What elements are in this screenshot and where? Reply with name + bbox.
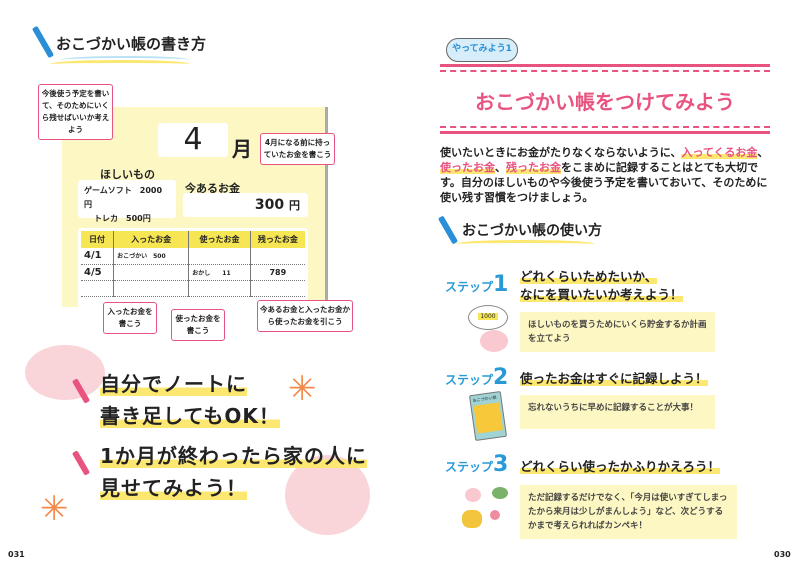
activity-badge: やってみよう1 [446,38,518,62]
right-title: おこづかい帳をつけてみよう [475,90,735,114]
cloud-decoration [25,345,105,400]
month-number: 4 [158,123,228,157]
tip2-line2: 見せてみよう！ [100,476,247,500]
step1-text: ほしいものを買うためにいくら貯金するか計画を立てよう [520,312,715,352]
pink-pencil-icon [71,450,91,476]
cloud-decoration [285,455,370,535]
col-income: 入ったお金 [113,231,189,248]
cell [188,248,251,265]
current-amount-box: 300 円 [183,193,308,217]
wish-list: ゲームソフト 2000円 トレカ 500円 [78,180,176,223]
month-unit: 月 [232,137,252,161]
cell [249,248,305,265]
divider [440,64,770,67]
subtitle-underline [455,240,595,248]
page-number-right: 030 [774,550,791,559]
tip2-line1: 1か月が終わったら家の人に [100,444,367,468]
cell [188,280,251,297]
current-amount: 300 [254,197,285,213]
wish-item: ゲームソフト 2000円 [84,186,163,209]
cell: 4/1 [81,248,114,265]
cell: 789 [249,264,305,281]
table-row [81,280,305,297]
col-spent: 使ったお金 [188,231,251,248]
step3-label: ステップ3 [445,452,509,477]
cell [81,280,114,297]
divider [440,126,770,128]
step1-label: ステップ1 [445,272,509,297]
current-unit: 円 [289,199,300,212]
asterisk-decoration: ✳ [288,369,317,409]
wish-label: ほしいもの [100,168,155,181]
cell: おかし 11 [188,264,251,281]
current-label: 今あるお金 [185,182,240,195]
pencil-icon [31,25,55,59]
callout-spent: 使ったお金を書こう [171,309,225,341]
page-number-left: 031 [8,550,25,559]
asterisk-decoration: ✳ [40,489,69,529]
step3-heading: どれくらい使ったかふりかえろう！ [520,459,721,474]
turtle-icon [492,487,508,499]
cell: 4/5 [81,264,114,281]
cell [113,264,189,281]
pig-toy-icon [465,488,481,502]
divider [440,131,770,134]
title-underline-blue [60,56,190,64]
step1-heading: どれくらいためたいか、なにを買いたいか考えよう！ [520,269,683,302]
tip1-line2: 書き足してもOK！ [100,404,280,428]
col-remaining: 残ったお金 [249,231,305,248]
notebook-illustration: おこづかい帳 [468,390,508,442]
cell [113,280,189,297]
step2-label: ステップ2 [445,365,509,390]
step2-heading: 使ったお金はすぐに記録しよう！ [520,371,708,386]
cell [249,280,305,297]
intro-paragraph: 使いたいときにお金がたりなくならないように、入ってくるお金、使ったお金、残ったお… [440,146,769,204]
usage-subtitle: おこづかい帳の使い方 [462,223,602,239]
callout-before: 4月になる前に持っていたお金を書こう [260,133,335,165]
wish-item: トレカ 500円 [94,214,151,223]
cell: おこづかい 500 [113,248,189,265]
step2-text: 忘れないうちに早めに記録することが大事！ [520,395,715,429]
piggy-bank-icon [480,330,508,352]
thought-bubble-icon: 1000 [468,305,508,330]
callout-remaining: 今あるお金と入ったお金から使ったお金を引こう [257,300,353,332]
tip1-line1: 自分でノートに [100,372,247,396]
ribbon-icon [490,510,500,520]
col-date: 日付 [81,231,114,248]
bag-icon [462,510,482,528]
callout-income: 入ったお金を書こう [103,302,157,334]
left-title: おこづかい帳の書き方 [56,35,207,53]
pencil-icon [437,215,459,245]
step3-text: ただ記録するだけでなく、「今月は使いすぎてしまったから来月は少しがまんしよう」な… [520,485,737,539]
divider [440,70,770,72]
callout-plan: 今後使う予定を書いて、そのためにいくら残せばいいか考えよう [38,84,113,140]
